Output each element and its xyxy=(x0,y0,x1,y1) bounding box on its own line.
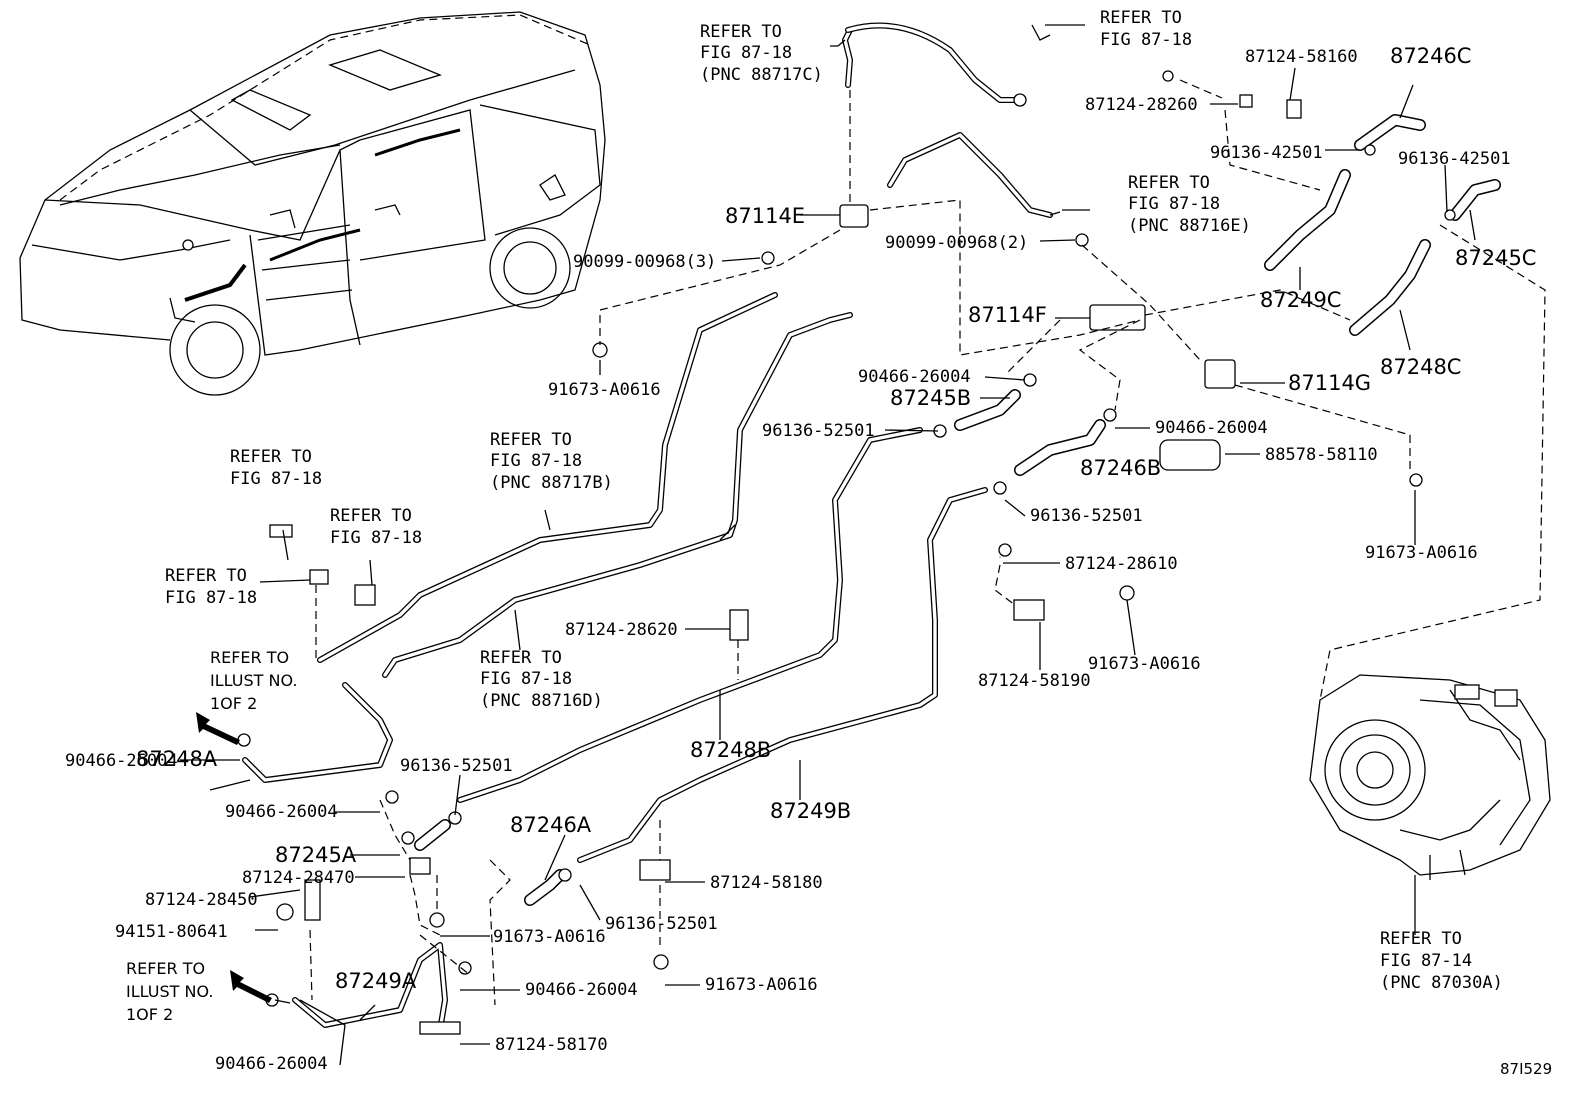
part-91673-a0616: 91673-A0616 xyxy=(1365,543,1478,563)
part-87245a: 87245A xyxy=(275,843,357,867)
part-87245c: 87245C xyxy=(1455,246,1536,270)
ref-line: (PNC 88717B) xyxy=(490,473,613,493)
part-90466-26004: 90466-26004 xyxy=(65,751,178,771)
part-87114g: 87114G xyxy=(1288,371,1371,395)
refer-fig-87-18-top-right: REFER TO FIG 87-18 xyxy=(1100,8,1192,50)
ref-line: (PNC 88716D) xyxy=(480,691,603,711)
ref-line: 1OF 2 xyxy=(210,694,257,713)
part-96136-42501: 96136-42501 xyxy=(1398,149,1511,169)
part-90466-26004: 90466-26004 xyxy=(525,980,638,1000)
part-87124-28260: 87124-28260 xyxy=(1085,95,1198,115)
part-87124-58180: 87124-58180 xyxy=(710,873,823,893)
ref-line: REFER TO xyxy=(1128,173,1210,193)
blower-unit xyxy=(1309,674,1551,880)
ref-line: REFER TO xyxy=(1100,8,1182,28)
part-87124-28470: 87124-28470 xyxy=(242,868,355,888)
part-90466-26004: 90466-26004 xyxy=(1155,418,1268,438)
vehicle-illustration xyxy=(19,11,606,396)
part-87124-28610: 87124-28610 xyxy=(1065,554,1178,574)
hose-runs xyxy=(414,114,1501,906)
refer-fig-87-18-pnc-88716d: REFER TO FIG 87-18 (PNC 88716D) xyxy=(480,648,603,711)
refer-fig-87-18-pnc-88716e: REFER TO FIG 87-18 (PNC 88716E) xyxy=(1128,173,1251,236)
leader-lines xyxy=(180,24,1476,1066)
refer-illust-upper: REFER TO ILLUST NO. 1OF 2 xyxy=(210,648,297,713)
ref-line: FIG 87-14 xyxy=(1380,951,1472,971)
part-87249b: 87249B xyxy=(770,799,851,823)
part-91673-a0616: 91673-A0616 xyxy=(493,927,606,947)
part-87246b: 87246B xyxy=(1080,456,1161,480)
part-91673-a0616: 91673-A0616 xyxy=(548,380,661,400)
refer-fig-87-14-pnc-87030a: REFER TO FIG 87-14 (PNC 87030A) xyxy=(1380,929,1503,993)
ref-line: REFER TO xyxy=(490,430,572,450)
pipe-runs xyxy=(242,22,1053,1033)
part-90466-26004: 90466-26004 xyxy=(858,367,971,387)
ref-line: (PNC 87030A) xyxy=(1380,973,1503,993)
part-87124-28620: 87124-28620 xyxy=(565,620,678,640)
ref-line: FIG 87-18 xyxy=(490,451,582,471)
ref-line: FIG 87-18 xyxy=(230,469,322,489)
ref-line: FIG 87-18 xyxy=(1100,30,1192,50)
part-90099-00968: 90099-00968(2) xyxy=(885,233,1028,253)
ref-line: ILLUST NO. xyxy=(126,982,213,1001)
part-87114f: 87114F xyxy=(968,303,1047,327)
ref-line: (PNC 88717C) xyxy=(700,65,823,85)
refer-fig-87-18-pnc-88717c: REFER TO FIG 87-18 (PNC 88717C) xyxy=(700,22,823,85)
ref-line: REFER TO xyxy=(230,447,312,467)
ref-line: REFER TO xyxy=(210,648,289,667)
part-90466-26004: 90466-26004 xyxy=(215,1054,328,1074)
ref-line: REFER TO xyxy=(700,22,782,42)
part-91673-a0616: 91673-A0616 xyxy=(1088,654,1201,674)
ref-line: FIG 87-18 xyxy=(165,588,257,608)
part-87124-28450: 87124-28450 xyxy=(145,890,258,910)
part-96136-52501: 96136-52501 xyxy=(762,421,875,441)
ref-line: ILLUST NO. xyxy=(210,671,297,690)
part-87246a: 87246A xyxy=(510,813,592,837)
part-94151-80641: 94151-80641 xyxy=(115,922,228,942)
part-87124-58170: 87124-58170 xyxy=(495,1035,608,1055)
part-96136-52501: 96136-52501 xyxy=(605,914,718,934)
ref-line: 1OF 2 xyxy=(126,1005,173,1024)
refer-fig-87-18-left-c: REFER TO FIG 87-18 xyxy=(165,566,257,608)
refer-fig-87-18-left-a: REFER TO FIG 87-18 xyxy=(230,447,322,489)
part-87248a: 87248A xyxy=(136,747,218,771)
ref-line: REFER TO xyxy=(480,648,562,668)
part-callouts: 87114E 87114F 87114G 87245A 87245B 87245… xyxy=(65,44,1536,1074)
ref-line: FIG 87-18 xyxy=(330,528,422,548)
part-96136-52501: 96136-52501 xyxy=(1030,506,1143,526)
refer-fig-87-18-pnc-88717b: REFER TO FIG 87-18 (PNC 88717B) xyxy=(490,430,613,493)
part-87249a: 87249A xyxy=(335,969,417,993)
dashed-guides xyxy=(309,79,1546,1006)
part-87248b: 87248B xyxy=(690,738,771,762)
part-87114e: 87114E xyxy=(725,204,805,228)
ref-line: FIG 87-18 xyxy=(480,669,572,689)
ref-line: FIG 87-18 xyxy=(1128,194,1220,214)
part-90099-00968: 90099-00968(3) xyxy=(573,252,716,272)
ref-line: (PNC 88716E) xyxy=(1128,216,1251,236)
ref-line: REFER TO xyxy=(165,566,247,586)
part-90466-26004: 90466-26004 xyxy=(225,802,338,822)
part-87124-58190: 87124-58190 xyxy=(978,671,1091,691)
part-87246c: 87246C xyxy=(1390,44,1471,68)
part-96136-42501: 96136-42501 xyxy=(1210,143,1323,163)
ref-line: REFER TO xyxy=(330,506,412,526)
figure-id: 87I529 xyxy=(1500,1060,1552,1078)
ref-line: FIG 87-18 xyxy=(700,43,792,63)
part-87249c: 87249C xyxy=(1260,288,1341,312)
small-parts xyxy=(237,24,1456,1035)
part-87124-58160: 87124-58160 xyxy=(1245,47,1358,67)
part-87248c: 87248C xyxy=(1380,355,1461,379)
ref-line: REFER TO xyxy=(126,959,205,978)
part-91673-a0616: 91673-A0616 xyxy=(705,975,818,995)
refer-fig-87-18-left-b: REFER TO FIG 87-18 xyxy=(330,506,422,548)
direction-arrows xyxy=(196,712,272,1003)
part-96136-52501: 96136-52501 xyxy=(400,756,513,776)
ref-line: REFER TO xyxy=(1380,929,1462,949)
part-87245b: 87245B xyxy=(890,386,971,410)
part-88578-58110: 88578-58110 xyxy=(1265,445,1378,465)
refer-illust-lower: REFER TO ILLUST NO. 1OF 2 xyxy=(126,959,213,1024)
